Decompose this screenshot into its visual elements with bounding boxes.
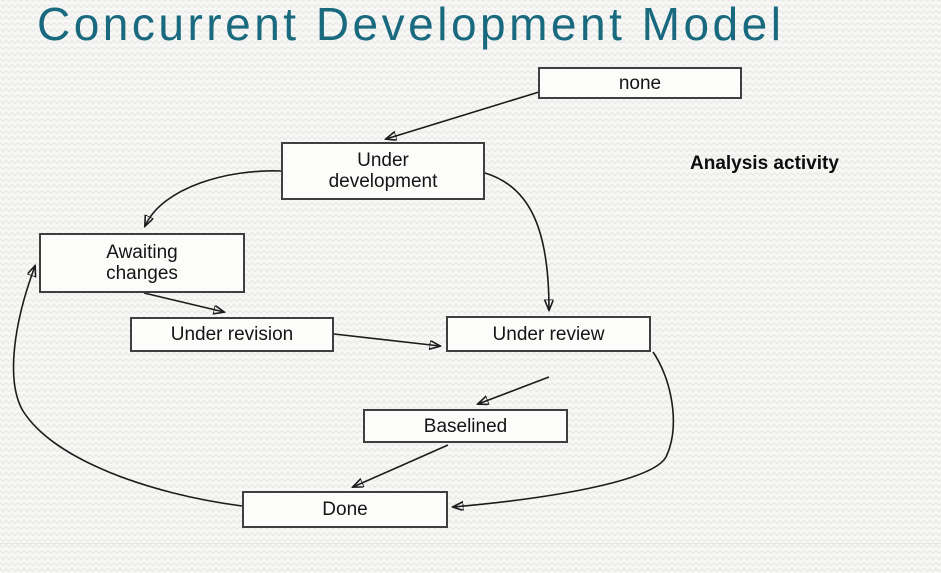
node-under-revision: Under revision [130, 317, 334, 352]
edge-none-to-under-development [386, 91, 540, 139]
slide-title: Concurrent Development Model [37, 0, 785, 50]
analysis-activity-label: Analysis activity [690, 153, 839, 174]
edge-under-development-to-awaiting-changes [145, 170, 282, 226]
node-awaiting-changes: Awaiting changes [39, 233, 245, 293]
edge-under-development-to-under-review [484, 172, 549, 310]
node-baselined: Baselined [363, 409, 568, 443]
slide-edge-line [0, 543, 941, 544]
edge-done-to-awaiting-changes [12, 266, 243, 507]
edge-baselined-to-done [353, 444, 449, 487]
edge-under-revision-to-under-review [333, 333, 440, 346]
node-done: Done [242, 491, 448, 528]
node-none: none [538, 67, 742, 99]
edge-awaiting-changes-to-under-revision [143, 292, 224, 312]
edge-under-review-to-baselined [478, 376, 550, 404]
node-under-review: Under review [446, 316, 651, 352]
node-under-development: Under development [281, 142, 485, 200]
